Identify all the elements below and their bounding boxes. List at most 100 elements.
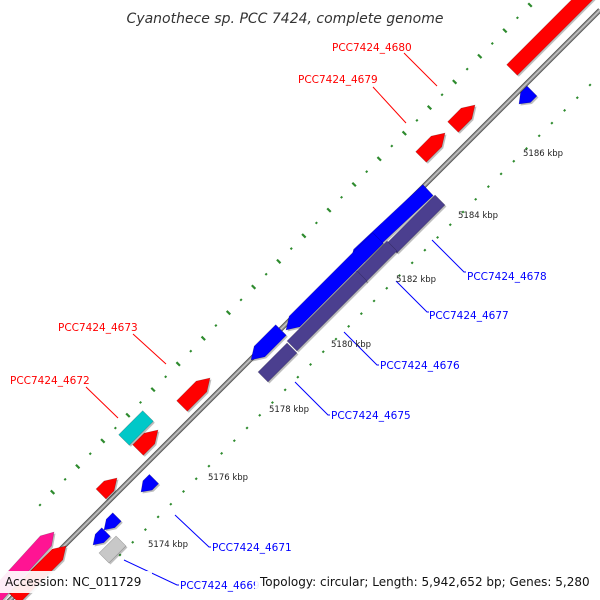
leader-4669 bbox=[123, 559, 179, 586]
gene-4670-arrow[interactable] bbox=[95, 477, 119, 501]
gene-label-4678[interactable]: PCC7424_4678 bbox=[467, 271, 547, 283]
tick-row-lower-mark bbox=[588, 83, 592, 87]
tick-row-lower-mark bbox=[283, 388, 287, 392]
tick-row-upper-mark bbox=[415, 118, 419, 122]
tick-row-upper-mark bbox=[340, 195, 344, 199]
leader-4676 bbox=[343, 331, 379, 366]
gene-grey-arrow[interactable] bbox=[98, 535, 128, 565]
tick-row-lower-mark bbox=[131, 540, 135, 544]
gene-cyan-arrow[interactable] bbox=[118, 410, 155, 447]
tick-row-lower-mark bbox=[334, 337, 338, 341]
tick-row-lower-mark bbox=[512, 159, 516, 163]
gene-grey-arrow-body bbox=[98, 535, 127, 564]
gene-label-4677[interactable]: PCC7424_4677 bbox=[429, 310, 509, 322]
gene-4672-arrow-body bbox=[132, 429, 159, 456]
tick-row-upper-mark bbox=[113, 426, 117, 430]
tick-row-lower-mark bbox=[169, 502, 173, 506]
leader-4678 bbox=[431, 239, 466, 273]
genome-summary-text: Topology: circular; Length: 5,942,652 bp… bbox=[259, 575, 590, 589]
gene-4671-arrow[interactable] bbox=[140, 473, 161, 494]
label-leader-lines bbox=[85, 52, 466, 586]
scale-label-5186: 5186 kbp bbox=[523, 149, 563, 159]
tick-row-lower-mark bbox=[563, 108, 567, 112]
gene-label-4671[interactable]: PCC7424_4671 bbox=[212, 542, 292, 554]
gene-4673-arrow-body bbox=[176, 377, 211, 412]
tick-row-lower-mark bbox=[372, 299, 376, 303]
gene-4679-arrow[interactable] bbox=[415, 132, 447, 164]
gene-4679-arrow-body bbox=[415, 132, 446, 163]
gene-4681-arrow-body bbox=[506, 0, 594, 76]
leader-4680 bbox=[403, 52, 438, 87]
gene-4675-arrow-body bbox=[250, 324, 287, 361]
leader-4677 bbox=[395, 280, 429, 313]
tick-row-lower-mark bbox=[232, 439, 236, 443]
leader-4672 bbox=[85, 386, 119, 419]
gene-4678-arrow-body bbox=[518, 85, 538, 105]
gene-4672-arrow[interactable] bbox=[132, 429, 160, 457]
gene-4676b-arrow[interactable] bbox=[285, 232, 385, 332]
gene-4669b-arrow[interactable] bbox=[92, 527, 112, 547]
tick-row-upper-mark bbox=[175, 361, 181, 367]
tick-row-upper-mark bbox=[502, 28, 508, 34]
gene-label-4676[interactable]: PCC7424_4676 bbox=[380, 360, 460, 372]
gene-4678-arrow[interactable] bbox=[518, 85, 539, 106]
tick-row-lower-mark bbox=[296, 375, 300, 379]
tick-row-upper-mark bbox=[239, 298, 243, 302]
gene-label-4675[interactable]: PCC7424_4675 bbox=[331, 410, 411, 422]
tick-row-lower-mark bbox=[486, 185, 490, 189]
tick-row-lower-mark bbox=[385, 286, 389, 290]
gene-cyan-arrow-body bbox=[118, 410, 154, 446]
gene-4669a-arrow[interactable] bbox=[103, 512, 123, 532]
tick-row-upper-mark bbox=[150, 387, 156, 393]
scale-label-5184: 5184 kbp bbox=[458, 211, 498, 221]
tick-row-lower-mark bbox=[309, 362, 313, 366]
gene-labels: PCC7424_4680 PCC7424_4679 PCC7424_4673 P… bbox=[10, 42, 547, 592]
cds-4676-arrow[interactable] bbox=[286, 270, 369, 353]
tick-row-upper-mark bbox=[125, 412, 131, 418]
gene-4681-arrow[interactable] bbox=[506, 0, 600, 77]
tick-row-upper-mark bbox=[326, 207, 332, 213]
scale-label-5176: 5176 kbp bbox=[208, 473, 248, 483]
tick-row-upper-mark bbox=[490, 41, 494, 45]
gene-label-4680[interactable]: PCC7424_4680 bbox=[332, 42, 412, 54]
tick-row-lower-mark bbox=[156, 515, 160, 519]
tick-row-lower-mark bbox=[525, 147, 528, 150]
tick-row-upper-mark bbox=[376, 156, 382, 162]
tick-row-lower-mark bbox=[182, 490, 185, 493]
scale-label-5174: 5174 kbp bbox=[148, 540, 188, 550]
tick-row-upper-mark bbox=[426, 105, 433, 111]
tick-row-lower-mark bbox=[347, 324, 351, 328]
tick-row-upper-mark bbox=[365, 170, 369, 174]
tick-row-lower-mark bbox=[321, 350, 325, 354]
gene-label-4669[interactable]: PCC7424_4669 bbox=[180, 580, 260, 592]
gene-4680-arrow[interactable] bbox=[447, 104, 477, 134]
gene-label-4673[interactable]: PCC7424_4673 bbox=[58, 322, 138, 334]
tick-row-upper-mark bbox=[276, 258, 282, 264]
scale-label-5178: 5178 kbp bbox=[269, 405, 309, 415]
tick-row-upper-mark bbox=[75, 463, 81, 470]
gene-4675-arrow[interactable] bbox=[250, 324, 288, 362]
gene-label-4672[interactable]: PCC7424_4672 bbox=[10, 375, 90, 387]
tick-row-upper-mark bbox=[527, 2, 533, 8]
tick-row-upper-mark bbox=[465, 67, 469, 71]
scale-label-5182: 5182 kbp bbox=[396, 275, 436, 285]
leader-4679 bbox=[372, 86, 407, 124]
tick-row-lower-mark bbox=[537, 134, 541, 138]
gene-4673-arrow[interactable] bbox=[176, 377, 212, 413]
tick-row-upper-mark bbox=[88, 452, 92, 456]
tick-row-upper-mark bbox=[401, 130, 407, 136]
gene-label-4679[interactable]: PCC7424_4679 bbox=[298, 74, 378, 86]
cds-4675-arrow[interactable] bbox=[257, 342, 299, 384]
tick-row-lower-mark bbox=[550, 121, 554, 125]
tick-row-upper-mark bbox=[351, 181, 357, 188]
tick-row-lower-mark bbox=[258, 413, 262, 417]
tick-row-upper-mark bbox=[264, 272, 268, 276]
tick-row-lower-mark bbox=[423, 248, 427, 252]
tick-row-upper-mark bbox=[314, 221, 318, 225]
tick-row-lower-mark bbox=[499, 172, 503, 176]
tick-row-upper-mark bbox=[515, 16, 519, 20]
tick-row-lower-mark bbox=[118, 553, 122, 557]
tick-row-lower-mark bbox=[461, 210, 465, 214]
